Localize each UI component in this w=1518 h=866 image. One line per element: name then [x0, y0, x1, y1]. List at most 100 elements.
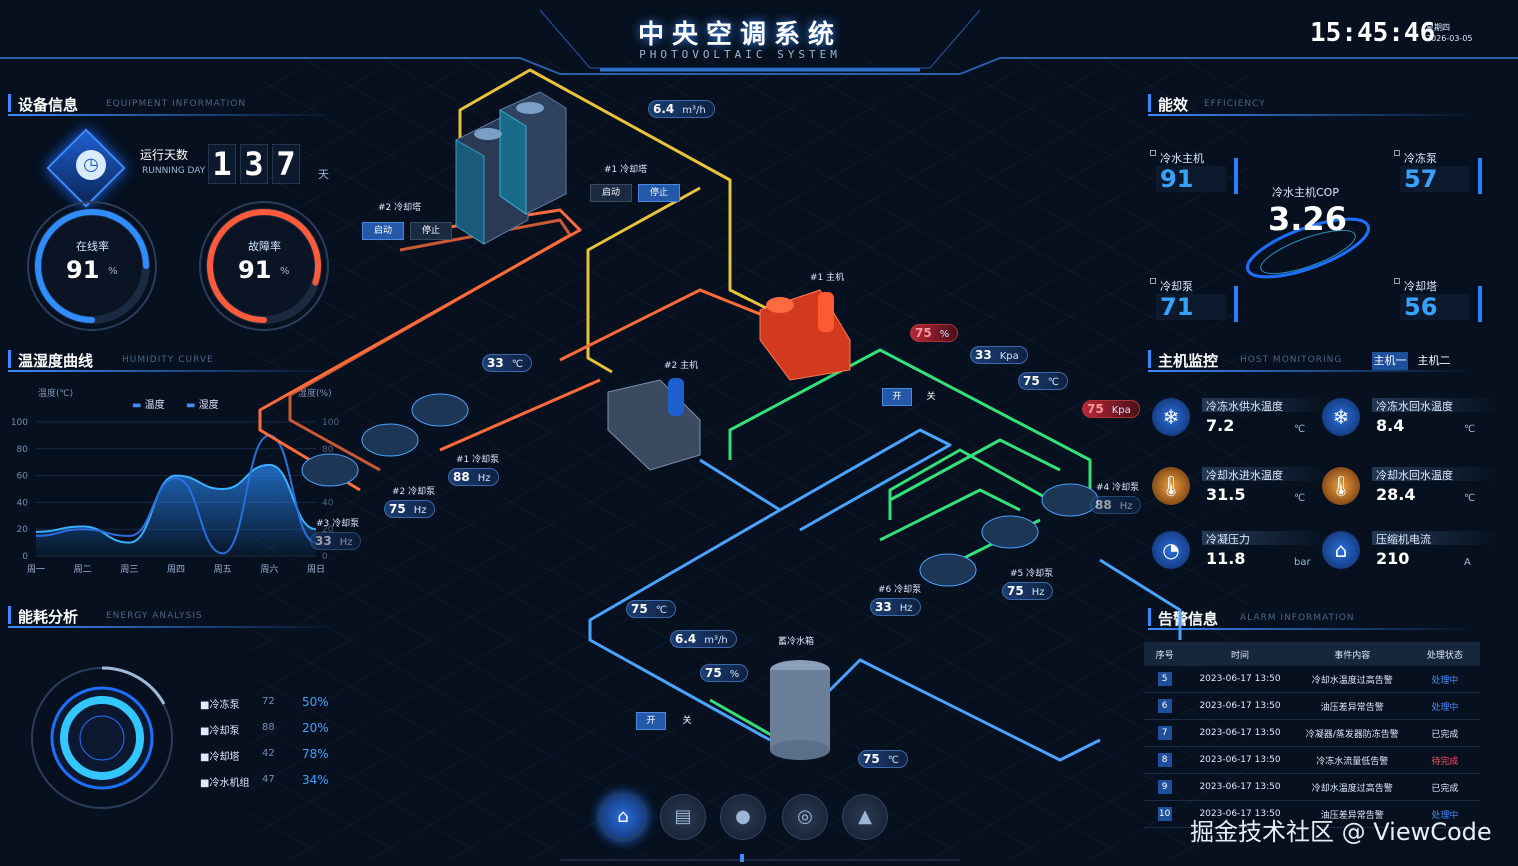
energy-title: 能耗分析	[18, 608, 79, 626]
valve-bottom-on-button[interactable]: 开	[636, 712, 666, 730]
y-tick-right: 100	[322, 418, 339, 428]
left-axis-label: 温度(℃)	[38, 389, 74, 399]
right-axis-label: 湿度(%)	[298, 389, 332, 399]
equipment-title: 设备信息	[18, 96, 79, 114]
efficiency-panel-title: 能效 EFFICIENCY	[1142, 90, 1482, 116]
valve-mid-off-button[interactable]: 关	[926, 392, 936, 402]
legend-hum: ▬ 湿度	[186, 400, 219, 411]
chart-icon[interactable]: ▤	[660, 794, 706, 840]
alarm-idx: 6	[1144, 692, 1186, 720]
alarm-header: 处理状态	[1409, 642, 1480, 666]
y-tick-right: 20	[322, 525, 334, 535]
gauge-icon[interactable]: ◎	[782, 794, 828, 840]
alarm-status: 待完成	[1409, 746, 1480, 774]
pump2-label: #2 冷却泵	[392, 487, 436, 497]
warning-icon[interactable]: ▲	[842, 794, 888, 840]
blue-pipe	[818, 658, 1101, 762]
page-subtitle: PHOTOVOLTAIC SYSTEM	[639, 48, 841, 61]
tower1-label: #1 冷却塔	[604, 165, 648, 175]
online-ring-outer	[27, 201, 157, 331]
efficiency-title: 能效	[1158, 96, 1189, 114]
energy-ring-chart	[31, 666, 173, 809]
tower2-start-button[interactable]: 启动	[362, 222, 404, 240]
drop-icon[interactable]: ●	[720, 794, 766, 840]
alarm-time: 2023-06-17 13:50	[1185, 773, 1295, 801]
pct-red-pill: 75%	[910, 324, 959, 342]
alarm-title: 告警信息	[1158, 610, 1219, 628]
pump-graphics	[301, 393, 1099, 587]
alarm-time: 2023-06-17 13:50	[1185, 719, 1295, 747]
page-title: 中央空调系统	[637, 20, 842, 50]
alarm-time: 2023-06-17 13:50	[1185, 666, 1295, 693]
y-tick-right: 80	[322, 445, 334, 455]
alarm-idx: 10	[1144, 800, 1186, 828]
pump3-label: #3 冷却泵	[316, 519, 360, 529]
blue-pipe	[779, 428, 952, 532]
tank-temp-pill: 75℃	[858, 750, 908, 768]
current-icon: ⌂	[1322, 531, 1360, 569]
energy-item-value: 72	[262, 696, 275, 707]
tab-host-2[interactable]: 主机二	[1417, 354, 1451, 367]
orange-pipe	[439, 378, 601, 452]
valve-bottom-off-button[interactable]: 关	[682, 716, 692, 726]
valve-mid-on-button[interactable]: 开	[882, 388, 912, 406]
host-2-graphic	[607, 378, 701, 471]
alarm-event: 冷却水温度过高告警	[1294, 666, 1410, 693]
energy-item-value: 42	[262, 748, 275, 759]
fault-label: 故障率	[248, 240, 281, 253]
cop-ring	[1245, 217, 1371, 279]
alarm-status: 处理中	[1409, 692, 1480, 720]
pct-bottom-pill: 75%	[700, 664, 749, 682]
tower1-stop-button[interactable]: 停止	[638, 184, 680, 202]
alarm-time: 2023-06-17 13:50	[1185, 746, 1295, 774]
x-tick: 周三	[120, 564, 138, 575]
green-pipe	[888, 448, 1051, 520]
tower1-start-button[interactable]: 启动	[590, 184, 632, 202]
thermometer-icon: 🌡	[1322, 467, 1360, 505]
energy-item-value: 47	[262, 774, 275, 785]
temp-right-pill: 75℃	[1018, 372, 1068, 390]
orange-pipe	[288, 218, 572, 472]
monitor-title: 主机监控	[1158, 352, 1219, 370]
tab-host-1[interactable]: 主机一	[1372, 352, 1408, 370]
yellow-pipe	[586, 186, 701, 374]
online-label: 在线率	[76, 240, 109, 253]
alarm-status: 已完成	[1409, 719, 1480, 747]
tower2-label: #2 冷却塔	[378, 203, 422, 213]
energy-item-value: 88	[262, 722, 275, 733]
gauge-icon: ◔	[1152, 531, 1190, 569]
series-area-0	[36, 464, 316, 556]
temp-bottom-pill: 75℃	[626, 600, 676, 618]
alarm-header: 事件内容	[1294, 642, 1410, 666]
y-tick-right: 40	[322, 498, 334, 508]
alarm-status: 处理中	[1409, 800, 1480, 828]
energy-panel-title: 能耗分析 ENERGY ANALYSIS	[2, 602, 342, 628]
x-tick: 周二	[74, 564, 92, 575]
energy-item-pct: 50%	[302, 695, 329, 709]
y-tick-left: 0	[22, 552, 28, 562]
green-pipe	[889, 438, 1061, 502]
home-icon[interactable]: ⌂	[600, 794, 646, 840]
alarm-time: 2023-06-17 13:50	[1185, 692, 1295, 720]
y-tick-left: 20	[17, 525, 29, 535]
background-grid	[250, 60, 1250, 860]
tower2-stop-button[interactable]: 停止	[410, 222, 452, 240]
alarm-idx: 7	[1144, 719, 1186, 747]
energy-item-name: ■冷水机组	[200, 778, 250, 789]
clock-date: 星期四 2026-03-05	[1426, 22, 1473, 44]
alarm-header: 序号	[1144, 642, 1186, 666]
cop-value: 3.26	[1268, 200, 1347, 238]
y-tick-left: 40	[17, 498, 29, 508]
